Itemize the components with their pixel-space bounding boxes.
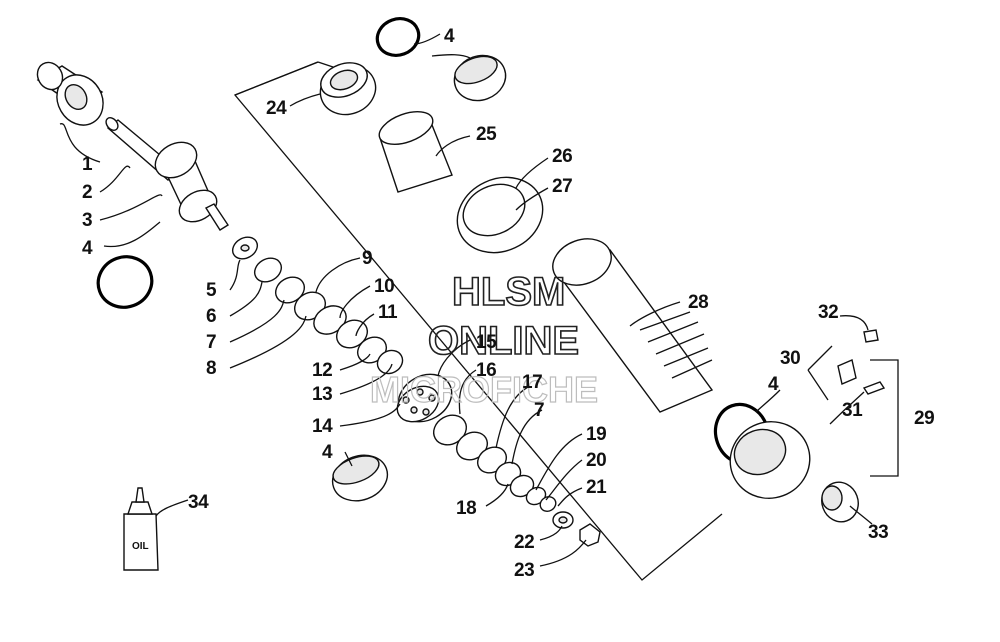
callout-23[interactable]: 23 (514, 560, 535, 581)
callout-17[interactable]: 17 (522, 372, 543, 393)
callout-4-left[interactable]: 4 (82, 238, 94, 259)
callout-19[interactable]: 19 (586, 424, 607, 445)
assembly-outline-path (233, 61, 723, 581)
part-4-oring-left (96, 255, 154, 309)
callout-24[interactable]: 24 (266, 98, 288, 119)
part-4-oring-top (375, 17, 421, 57)
callout-32[interactable]: 32 (818, 302, 839, 323)
part-29-reservoir (729, 421, 811, 499)
watermark-line2: ONLINE (428, 319, 579, 363)
part-14-piston (396, 373, 453, 423)
callout-7-lower[interactable]: 7 (534, 400, 545, 421)
washer-stack-upper (231, 236, 404, 375)
part-31-pin (862, 381, 886, 395)
callout-26[interactable]: 26 (552, 146, 573, 167)
callout-4-band[interactable]: 4 (322, 442, 334, 463)
callout-5[interactable]: 5 (206, 280, 218, 301)
callout-20[interactable]: 20 (586, 450, 607, 471)
callout-9[interactable]: 9 (362, 248, 373, 269)
washer-stack-lower (432, 414, 557, 512)
callout-4-right[interactable]: 4 (768, 374, 780, 395)
part-4-band (331, 454, 389, 502)
callout-12[interactable]: 12 (312, 360, 333, 381)
callout-18[interactable]: 18 (456, 498, 477, 519)
callout-34[interactable]: 34 (188, 492, 210, 513)
callout-1[interactable]: 1 (82, 154, 94, 175)
callout-25[interactable]: 25 (476, 124, 498, 145)
watermark-line1: HLSM (452, 270, 565, 314)
callout-31[interactable]: 31 (842, 400, 864, 421)
callout-6[interactable]: 6 (206, 306, 217, 327)
callout-11[interactable]: 11 (378, 302, 399, 323)
callout-28[interactable]: 28 (688, 292, 709, 313)
part-34-oil-bottle: OIL (123, 487, 159, 571)
part-32-cap (863, 329, 879, 343)
part-26-27-collar (456, 176, 544, 254)
callout-13[interactable]: 13 (312, 384, 333, 405)
part-4-band-top (453, 54, 507, 102)
callout-33[interactable]: 33 (868, 522, 889, 543)
callout-29[interactable]: 29 (914, 408, 935, 429)
oil-bottle-label: OIL (132, 541, 149, 552)
bracket-29 (870, 359, 899, 477)
callout-16[interactable]: 16 (476, 360, 497, 381)
callout-21[interactable]: 21 (586, 477, 608, 498)
watermark-line3: MICROFICHE (370, 369, 598, 410)
leader-lines (59, 33, 873, 567)
part-24-seal-head (319, 62, 377, 116)
callout-22[interactable]: 22 (514, 532, 535, 553)
part-30-valve (837, 359, 857, 385)
callout-14[interactable]: 14 (312, 416, 334, 437)
callout-30[interactable]: 30 (780, 348, 801, 369)
callout-7-upper[interactable]: 7 (206, 332, 217, 353)
part-28-body-tube (552, 238, 714, 413)
part-3-body (154, 141, 229, 231)
callout-4-top[interactable]: 4 (444, 26, 456, 47)
callout-15[interactable]: 15 (476, 332, 498, 353)
callout-3[interactable]: 3 (82, 210, 93, 231)
callout-27[interactable]: 27 (552, 176, 573, 197)
callout-10[interactable]: 10 (374, 276, 395, 297)
callout-2[interactable]: 2 (82, 182, 93, 203)
part-1-bushing (36, 61, 104, 126)
part-25-sleeve (378, 111, 453, 193)
callout-8[interactable]: 8 (206, 358, 217, 379)
bracket-30 (807, 345, 833, 401)
part-33-bushing (821, 481, 859, 523)
